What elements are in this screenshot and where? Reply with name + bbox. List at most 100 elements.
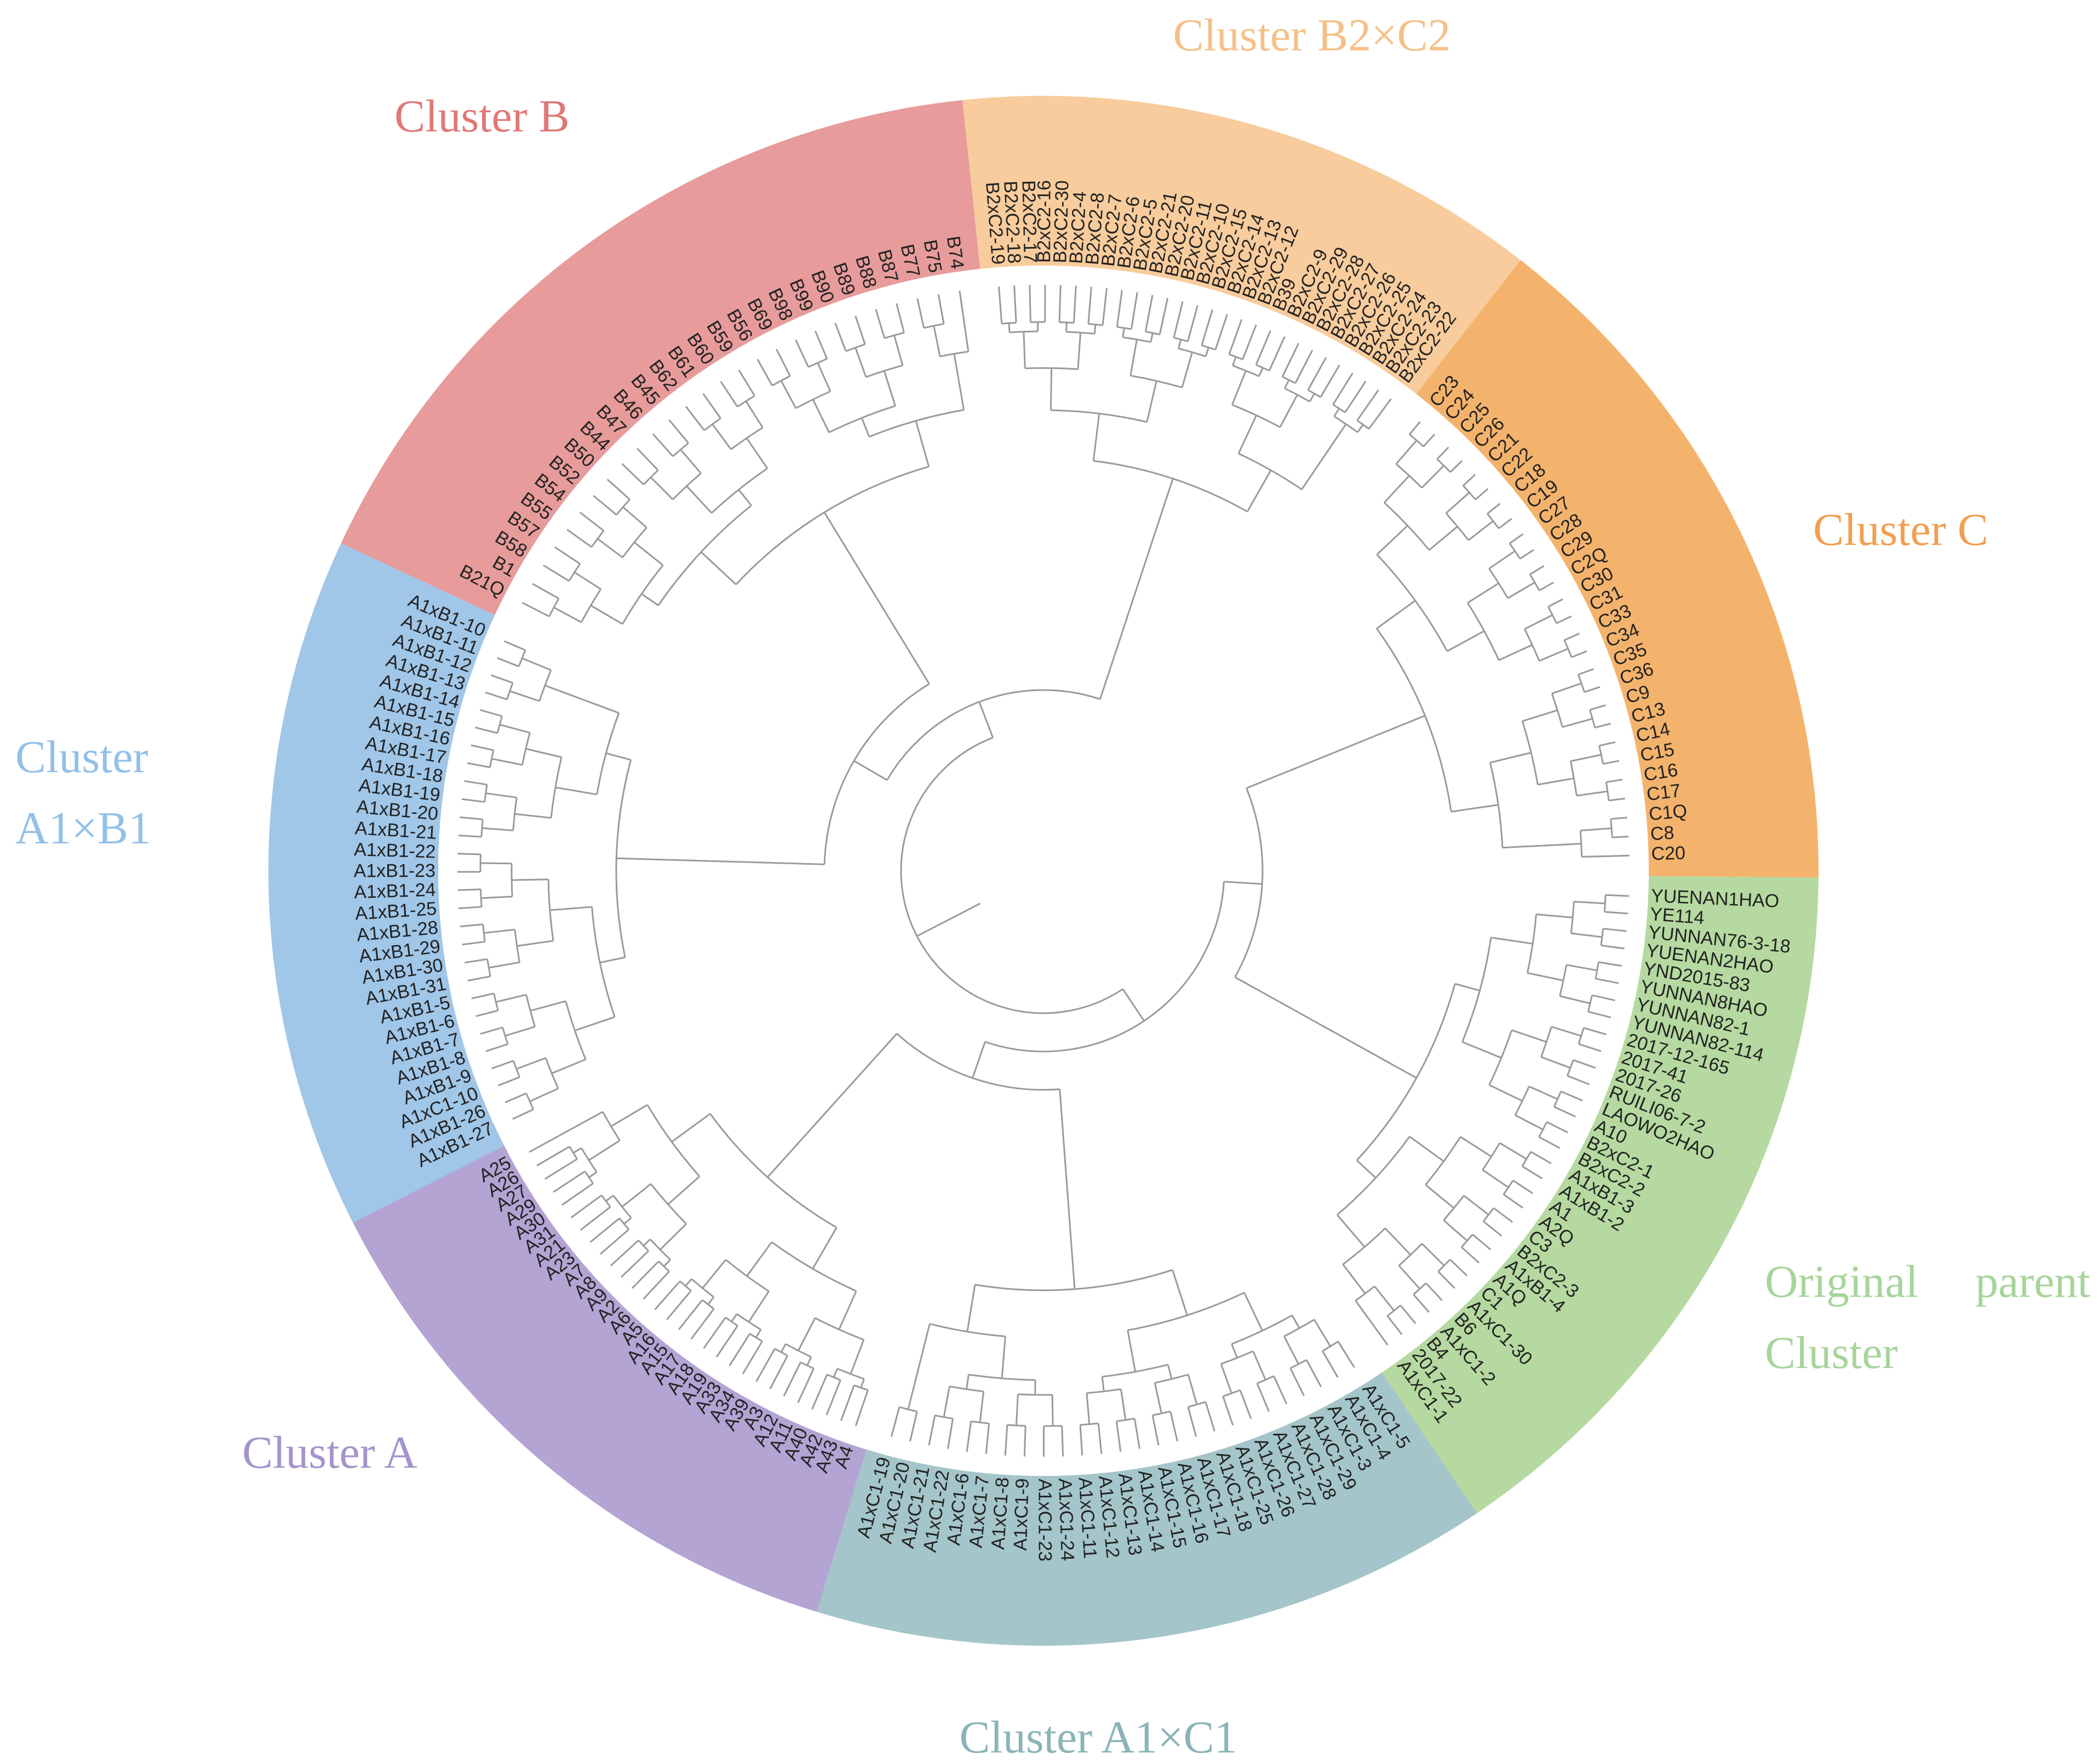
dendrogram-branch: [491, 1060, 514, 1070]
dendrogram-branch: [776, 348, 791, 377]
dendrogram-branch: [1605, 782, 1610, 801]
dendrogram-branch: [800, 1361, 815, 1370]
leaf-label-cluster-a1b1: A1xB1-23: [354, 860, 435, 881]
dendrogram-branch: [549, 906, 592, 911]
dendrogram-branch: [1368, 398, 1392, 430]
dendrogram-branch: [525, 1093, 535, 1110]
dendrogram-branch: [1133, 1418, 1141, 1449]
dendrogram-branch: [701, 551, 737, 585]
dendrogram-branch: [1599, 741, 1616, 747]
dendrogram-branch: [896, 303, 905, 333]
dendrogram-branch: [1102, 288, 1108, 326]
dendrogram-branch: [663, 1259, 671, 1267]
dendrogram-branch: [1337, 1341, 1355, 1368]
dendrogram-branch: [1201, 309, 1213, 346]
dendrogram-branch: [671, 1113, 711, 1143]
dendrogram-branch: [1386, 1315, 1403, 1335]
dendrogram-branch: [853, 760, 888, 781]
dendrogram-branch: [1231, 1343, 1238, 1358]
dendrogram-branch: [1538, 777, 1574, 786]
dendrogram-branch: [767, 1033, 898, 1178]
dendrogram-branch: [584, 1171, 594, 1184]
dendrogram-branch: [703, 1317, 726, 1349]
dendrogram-branch: [480, 862, 512, 865]
dendrogram-branch: [521, 657, 552, 671]
dendrogram-branch: [475, 1009, 498, 1018]
dendrogram-branch: [504, 1026, 536, 1037]
dendrogram-branch: [808, 358, 828, 368]
dendrogram-branch: [795, 390, 831, 409]
dendrogram-branch: [1590, 704, 1606, 711]
dendrogram-branch: [1268, 336, 1286, 371]
dendrogram-branch: [1400, 1305, 1416, 1324]
dendrogram-branch: [850, 1339, 865, 1375]
dendrogram-branch: [1058, 285, 1062, 323]
dendrogram-branch: [1540, 1026, 1552, 1058]
dendrogram-branch: [1092, 413, 1100, 461]
dendrogram-branch: [561, 1182, 594, 1206]
dendrogram-branch: [703, 417, 721, 431]
dendrogram-branch: [1413, 1282, 1427, 1295]
dendrogram-branch: [1374, 1285, 1395, 1312]
dendrogram-branch: [691, 1278, 714, 1298]
dendrogram-branch: [516, 1057, 546, 1070]
dendrogram-branch: [838, 1290, 857, 1330]
dendrogram-branch: [1065, 322, 1068, 332]
dendrogram-branch: [1214, 314, 1228, 350]
dendrogram-branch: [1576, 790, 1608, 797]
dendrogram-branch: [795, 339, 810, 367]
dendrogram-branch: [1551, 1026, 1582, 1037]
dendrogram-branch: [811, 1374, 828, 1410]
dendrogram-branch: [1246, 469, 1272, 512]
dendrogram-branches: [457, 284, 1630, 1457]
dendrogram-branch: [1409, 421, 1421, 435]
dendrogram-branch: [1562, 717, 1593, 728]
original-parent-title-line2: Cluster: [1765, 1328, 1898, 1378]
cluster-sectors: [268, 96, 1819, 1646]
dendrogram-branch: [1461, 1246, 1480, 1264]
dendrogram-branch: [1483, 1221, 1502, 1237]
dendrogram-branch: [1256, 1383, 1270, 1412]
dendrogram-branch: [654, 1280, 681, 1311]
dendrogram-branch: [489, 750, 495, 768]
dendrogram-branch: [1187, 305, 1198, 342]
dendrogram-branch: [916, 298, 925, 329]
dendrogram-branch: [616, 498, 630, 516]
dendrogram-branch: [934, 1414, 953, 1420]
dendrogram-branch: [464, 780, 488, 786]
dendrogram-branch: [544, 685, 620, 714]
dendrogram-branch: [1146, 381, 1157, 422]
dendrogram-branch: [580, 1147, 598, 1173]
dendrogram-branch: [1187, 1374, 1198, 1405]
dendrogram-branch: [1237, 415, 1258, 454]
dendrogram-branch: [1578, 1043, 1602, 1052]
dendrogram-branch: [1449, 1259, 1468, 1277]
dendrogram-branch: [1178, 339, 1182, 349]
dendrogram-branch: [797, 1368, 815, 1404]
dendrogram-branch: [544, 1058, 559, 1089]
dendrogram-branch: [823, 512, 930, 685]
dendrogram-branch: [544, 1158, 578, 1180]
dendrogram-branch: [1356, 420, 1370, 430]
dendrogram-branch: [1583, 1027, 1607, 1036]
dendrogram-branch: [1080, 1422, 1099, 1426]
dendrogram-branch: [659, 1223, 687, 1250]
dendrogram-branch: [1436, 458, 1451, 473]
dendrogram-branch: [1595, 962, 1599, 979]
dendrogram-branch: [1398, 1265, 1421, 1290]
dendrogram-branch: [834, 323, 847, 352]
dendrogram-branch: [1086, 1393, 1091, 1424]
dendrogram-branch: [1122, 989, 1145, 1021]
dendrogram-branch: [555, 786, 598, 796]
dendrogram-branch: [1152, 1410, 1171, 1416]
dendrogram-branch: [641, 593, 659, 606]
dendrogram-branch: [1561, 1090, 1583, 1102]
dendrogram-branch: [458, 834, 481, 838]
dendrogram-branch: [949, 1386, 984, 1393]
dendrogram-branch: [1239, 1389, 1252, 1420]
dendrogram-branch: [1578, 668, 1595, 676]
dendrogram-branch: [1284, 387, 1310, 403]
dendrogram-branch: [939, 350, 969, 358]
dendrogram-branch: [497, 1076, 520, 1087]
dendrogram-branch: [1595, 978, 1619, 984]
